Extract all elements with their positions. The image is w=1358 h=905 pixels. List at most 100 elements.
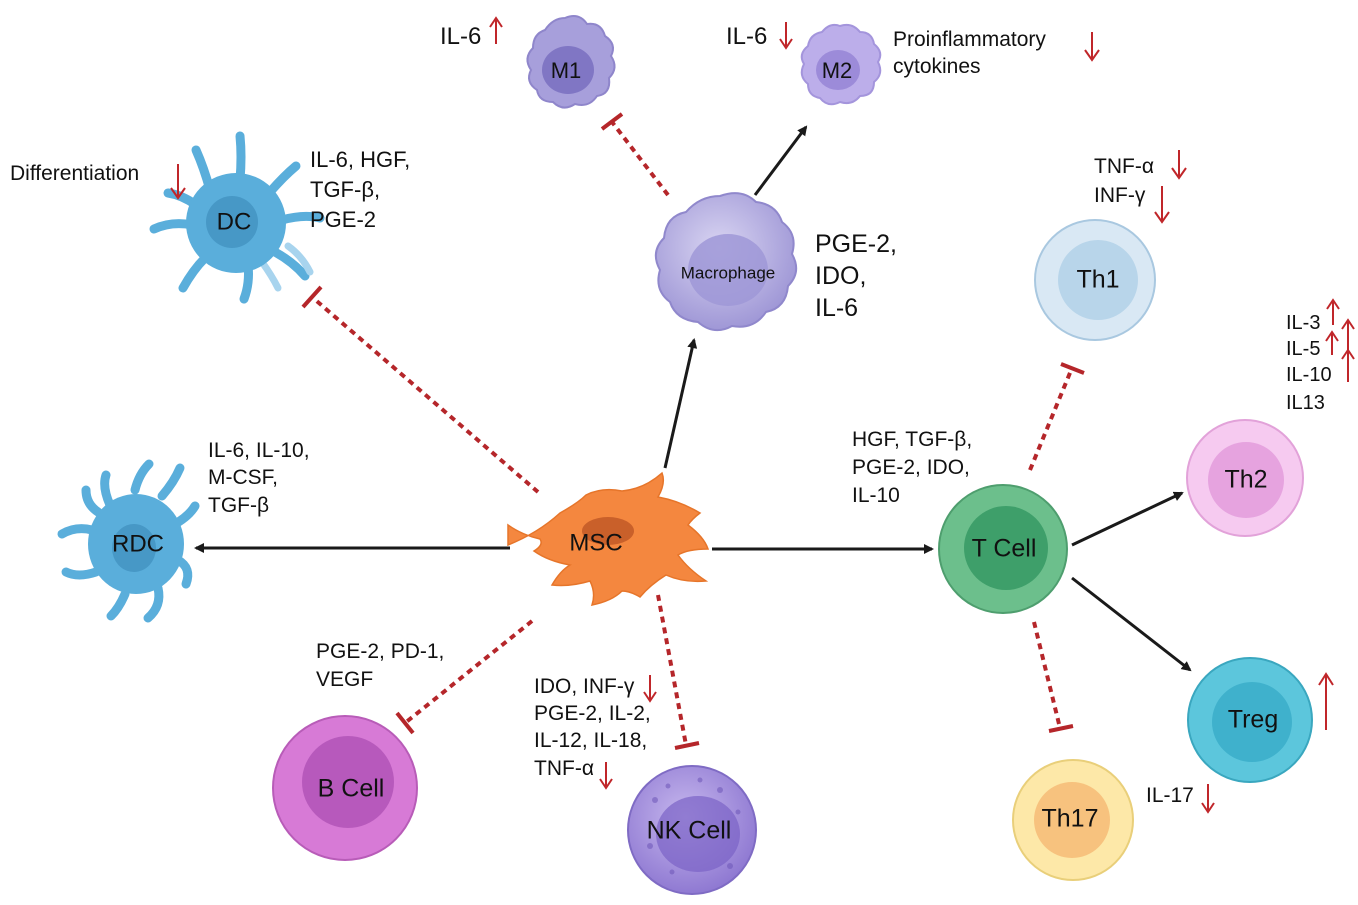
- down-arrow-icon: [170, 164, 186, 200]
- tcell-factors-line-3: IL-10: [852, 484, 900, 507]
- nk-nucleus: [656, 796, 740, 872]
- nk-factors-line-2: PGE-2, IL-2,: [534, 702, 651, 725]
- rdc-label: RDC: [112, 530, 164, 557]
- down-arrow-icon: [599, 762, 613, 790]
- th2-nucleus: [1208, 442, 1284, 518]
- th1-nucleus: [1058, 240, 1138, 320]
- connectors: [194, 112, 1192, 750]
- macrophage-factors-line-3: IL-6: [815, 294, 858, 322]
- up-arrow-icon: [1341, 318, 1355, 350]
- bcell-factors-line-1: PGE-2, PD-1,: [316, 640, 444, 663]
- inhibit-macrophage-to-m1: [610, 120, 670, 197]
- tcell-factors-line-1: HGF, TGF-β,: [852, 428, 972, 451]
- cell-m2: M2: [800, 23, 882, 106]
- treg-nucleus: [1212, 682, 1292, 762]
- arrow-msc-to-macrophage: [663, 338, 698, 469]
- macrophage-label: Macrophage: [681, 263, 776, 282]
- inhibit-msc-to-bcell: [403, 619, 534, 725]
- m1-nucleus: [542, 46, 594, 94]
- th2-label: Th2: [1224, 466, 1267, 494]
- macrophage-nucleus: [688, 234, 768, 306]
- macrophage-factors-line-1: PGE-2,: [815, 230, 897, 258]
- cell-th17: Th17: [1012, 759, 1134, 881]
- inhibit-bar-nk: [674, 741, 700, 750]
- th1-label: Th1: [1076, 266, 1119, 294]
- up-arrow-icon: [1341, 348, 1355, 382]
- dc-differentiation-label: Differentiation: [10, 162, 139, 185]
- m2-il6-label: IL-6: [726, 23, 767, 50]
- th2-il10-label: IL-10: [1286, 364, 1332, 386]
- cell-msc: MSC: [507, 471, 710, 606]
- rdc-factors-line-3: TGF-β: [208, 494, 269, 517]
- tcell-label: T Cell: [972, 535, 1037, 563]
- down-arrow-icon: [1201, 784, 1215, 814]
- nk-granules: [647, 777, 741, 875]
- dc-label: DC: [217, 208, 252, 235]
- cell-t: T Cell: [938, 484, 1068, 614]
- cell-rdc: RDC: [57, 459, 200, 623]
- rdc-factors-line-1: IL-6, IL-10,: [208, 439, 310, 462]
- cell-treg: Treg: [1187, 657, 1313, 783]
- bcell-factors-line-2: VEGF: [316, 668, 373, 691]
- m2-label: M2: [822, 58, 853, 83]
- tcell-nucleus: [964, 506, 1048, 590]
- inhibit-tcell-to-th1: [1028, 367, 1074, 471]
- bcell-nucleus: [302, 736, 394, 828]
- inhibit-bar-m1: [600, 112, 624, 131]
- cell-macrophage: Macrophage: [654, 192, 798, 332]
- up-arrow-icon: [489, 16, 503, 44]
- up-arrow-icon: [1318, 672, 1334, 730]
- down-arrow-icon: [643, 675, 657, 703]
- th2-il13-label: IL13: [1286, 392, 1325, 414]
- dc-factors-line-1: IL-6, HGF,: [310, 147, 410, 172]
- nk-factors-line-4: TNF-α: [534, 757, 594, 780]
- th2-il5-label: IL-5: [1286, 338, 1320, 360]
- macrophage-factors-line-2: IDO,: [815, 262, 866, 290]
- m1-label: M1: [551, 58, 582, 83]
- treg-label: Treg: [1228, 706, 1278, 734]
- tcell-factors-line-2: PGE-2, IDO,: [852, 456, 970, 479]
- m2-proinflammatory-label-1: Proinflammatory: [893, 28, 1046, 51]
- down-arrow-icon: [1154, 186, 1170, 224]
- nk-label: NK Cell: [647, 817, 732, 845]
- nk-factors-line-1: IDO, INF-γ: [534, 675, 635, 698]
- inhibit-msc-to-nk: [656, 594, 688, 746]
- m2-nucleus: [816, 50, 860, 90]
- inhibit-bar-th17: [1048, 724, 1074, 733]
- msc-label: MSC: [569, 529, 622, 556]
- nk-factors-line-3: IL-12, IL-18,: [534, 729, 647, 752]
- cell-th2: Th2: [1186, 419, 1304, 537]
- rdc-nucleus: [112, 524, 156, 572]
- th17-il17-label: IL-17: [1146, 784, 1194, 807]
- rdc-factors-line-2: M-CSF,: [208, 466, 278, 489]
- cell-th1: Th1: [1034, 219, 1156, 341]
- arrow-tcell-to-treg: [1071, 576, 1192, 672]
- down-arrow-icon: [779, 22, 793, 50]
- inhibit-tcell-to-th17: [1032, 621, 1062, 729]
- arrow-macrophage-to-m2: [753, 125, 808, 196]
- cell-dc: DC: [149, 131, 325, 304]
- dc-factors-line-3: PGE-2: [310, 207, 376, 232]
- down-arrow-icon: [1084, 32, 1100, 62]
- msc-nucleus: [582, 517, 634, 545]
- cell-nk: NK Cell: [627, 765, 757, 895]
- th2-il3-label: IL-3: [1286, 312, 1320, 334]
- indicators: [170, 16, 1355, 814]
- dc-factors-line-2: TGF-β,: [310, 177, 380, 202]
- bcell-label: B Cell: [318, 775, 385, 803]
- th17-nucleus: [1034, 782, 1110, 858]
- m2-proinflammatory-label-2: cytokines: [893, 55, 981, 78]
- th1-inf-label: INF-γ: [1094, 184, 1146, 207]
- cell-b: B Cell: [272, 715, 418, 861]
- inhibit-msc-to-dc: [310, 295, 540, 494]
- inhibit-bar-th1: [1060, 362, 1085, 375]
- m1-il6-label: IL-6: [440, 23, 481, 50]
- th17-label: Th17: [1042, 805, 1099, 833]
- th1-tnf-label: TNF-α: [1094, 155, 1154, 178]
- down-arrow-icon: [1171, 150, 1187, 180]
- up-arrow-icon: [1326, 298, 1340, 325]
- arrow-tcell-to-th2: [1071, 491, 1184, 547]
- cell-m1: M1: [526, 15, 616, 109]
